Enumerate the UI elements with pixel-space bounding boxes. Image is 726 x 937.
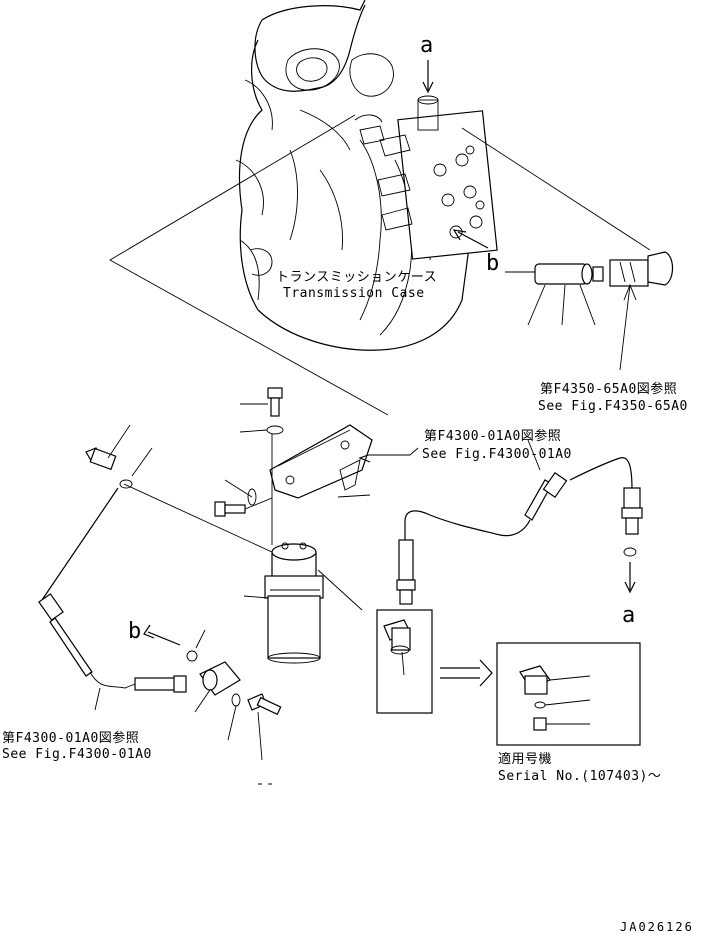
serial-label-en: Serial No.(107403)〜 — [498, 769, 661, 784]
ref-6500-jp: 第F4350-65A0図参照 — [540, 381, 677, 397]
bolt-top — [239, 387, 284, 545]
callout-a-bottom: a — [622, 603, 635, 628]
transmission-case — [235, 0, 498, 351]
filter-outlet — [186, 629, 282, 761]
arrow-to-serial-box — [440, 667, 480, 679]
pipe-assembly — [396, 439, 643, 605]
elbow-fitting-box — [376, 609, 433, 714]
case-leader-line — [109, 114, 389, 416]
hose-left — [38, 487, 187, 711]
ref-0100-top-en: See Fig.F4300-01A0 — [422, 447, 572, 462]
filter-assembly — [243, 542, 324, 664]
transmission-label-jp: トランスミッションケース — [276, 270, 437, 285]
serial-label-jp: 適用号機 — [498, 751, 552, 767]
sensor-assembly — [505, 251, 674, 371]
callout-b-right: b — [486, 251, 499, 276]
callout-a-top: a — [420, 33, 433, 58]
ref-0100-top-jp: 第F4300-01A0図参照 — [424, 428, 561, 444]
drawing-code: JA026126 — [620, 920, 694, 934]
bracket-leader — [368, 447, 419, 456]
fitting-upper-left — [85, 424, 153, 489]
ref-0100-left-jp: 第F4300-01A0図参照 — [2, 730, 139, 746]
callout-b-left: b — [128, 619, 141, 644]
ref-0100-left-en: See Fig.F4300-01A0 — [2, 747, 152, 762]
transmission-label-en: Transmission Case — [283, 286, 425, 301]
bolt-left — [214, 479, 273, 517]
ref-6500-en: See Fig.F4350-65A0 — [538, 399, 688, 414]
mounting-bracket — [269, 424, 373, 499]
serial-box — [496, 642, 641, 746]
